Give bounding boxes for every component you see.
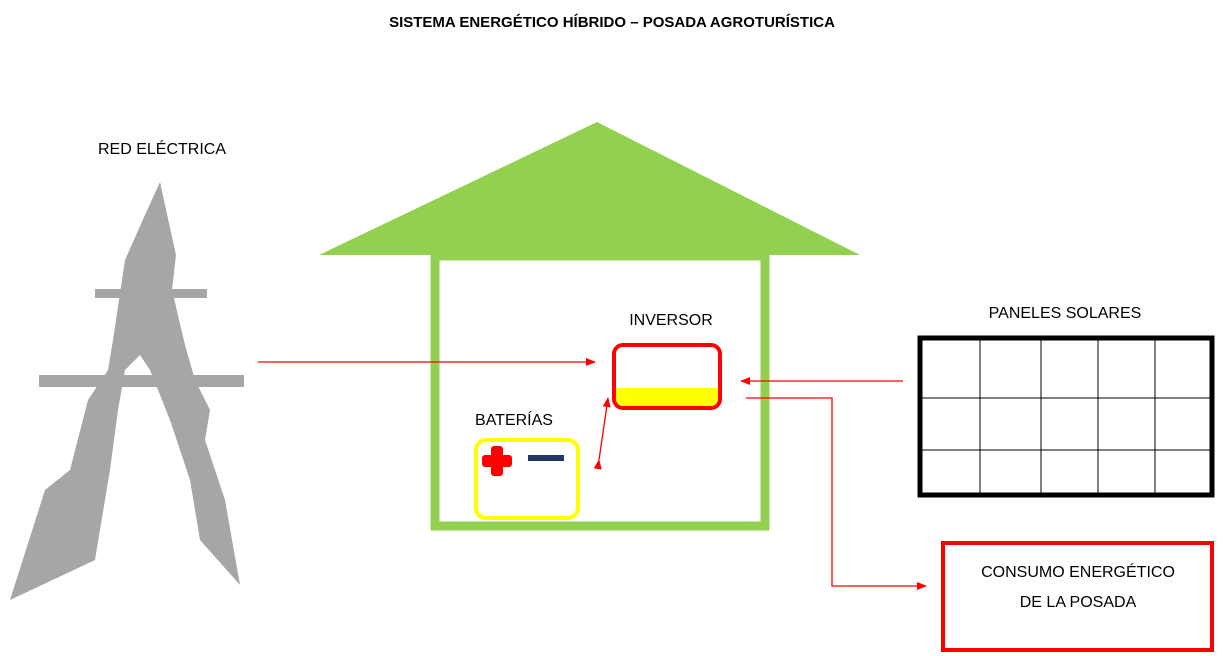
consumption-label-line1: CONSUMO ENERGÉTICO [981, 562, 1175, 581]
connection-arrows [258, 358, 927, 590]
solar-panel-grid [917, 335, 1215, 498]
batteries-label: BATERÍAS [475, 410, 553, 429]
inverter-battery-arrow [593, 397, 611, 470]
grid-label: RED ELÉCTRICA [98, 139, 226, 158]
solar-panels-label: PANELES SOLARES [989, 305, 1142, 322]
inverter-box [612, 343, 722, 410]
consumption-box [941, 541, 1214, 652]
inverter-to-consumption-arrow [746, 397, 927, 590]
inverter-label: INVERSOR [629, 312, 713, 329]
consumption-label-line2: DE LA POSADA [1020, 594, 1137, 611]
house-outline [319, 122, 860, 531]
diagram-title: SISTEMA ENERGÉTICO HÍBRIDO – POSADA AGRO… [389, 14, 835, 31]
plus-icon [482, 446, 512, 476]
transmission-tower-icon [10, 182, 244, 600]
minus-icon [528, 455, 564, 461]
